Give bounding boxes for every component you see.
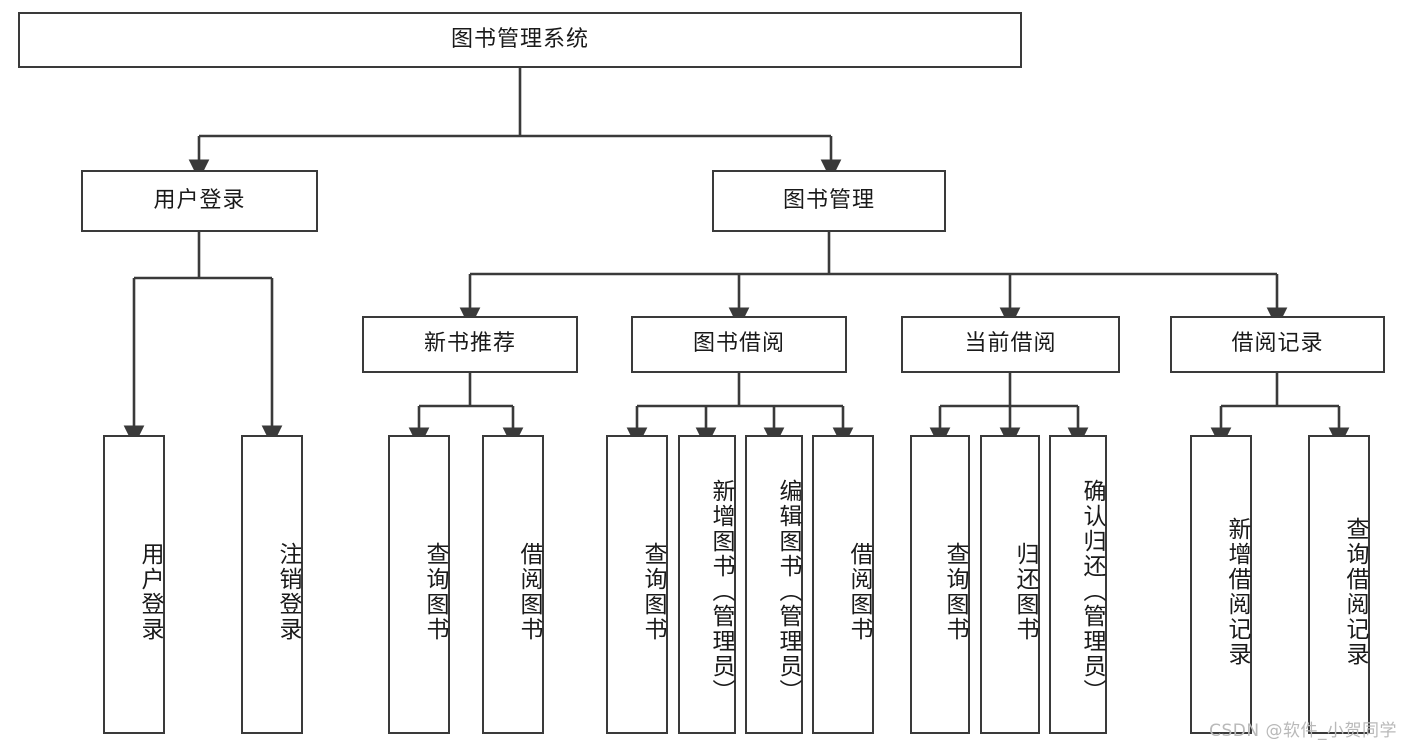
leaf-query-book-borrow[interactable]: 查询图书 (606, 435, 668, 734)
leaf-query-book-current[interactable]: 查询图书 (910, 435, 970, 734)
node-book-borrow[interactable]: 图书借阅 (631, 316, 847, 373)
node-user-login[interactable]: 用户登录 (81, 170, 318, 232)
leaf-borrow-book-borrow[interactable]: 借阅图书 (812, 435, 874, 734)
leaf-return-book[interactable]: 归还图书 (980, 435, 1040, 734)
node-new-book-recommend[interactable]: 新书推荐 (362, 316, 578, 373)
leaf-edit-book-admin[interactable]: 编辑图书（管理员） (745, 435, 803, 734)
leaf-add-book-admin[interactable]: 新增图书（管理员） (678, 435, 736, 734)
leaf-query-book-recommend[interactable]: 查询图书 (388, 435, 450, 734)
node-book-manage[interactable]: 图书管理 (712, 170, 946, 232)
leaf-add-borrow-record[interactable]: 新增借阅记录 (1190, 435, 1252, 734)
csdn-watermark: CSDN @软件_小贺同学 (1209, 721, 1397, 741)
node-root[interactable]: 图书管理系统 (18, 12, 1022, 68)
leaf-user-login[interactable]: 用户登录 (103, 435, 165, 734)
leaf-logout[interactable]: 注销登录 (241, 435, 303, 734)
leaf-query-borrow-record[interactable]: 查询借阅记录 (1308, 435, 1370, 734)
node-borrow-record[interactable]: 借阅记录 (1170, 316, 1385, 373)
leaf-borrow-book-recommend[interactable]: 借阅图书 (482, 435, 544, 734)
node-current-borrow[interactable]: 当前借阅 (901, 316, 1120, 373)
leaf-confirm-return-admin[interactable]: 确认归还（管理员） (1049, 435, 1107, 734)
